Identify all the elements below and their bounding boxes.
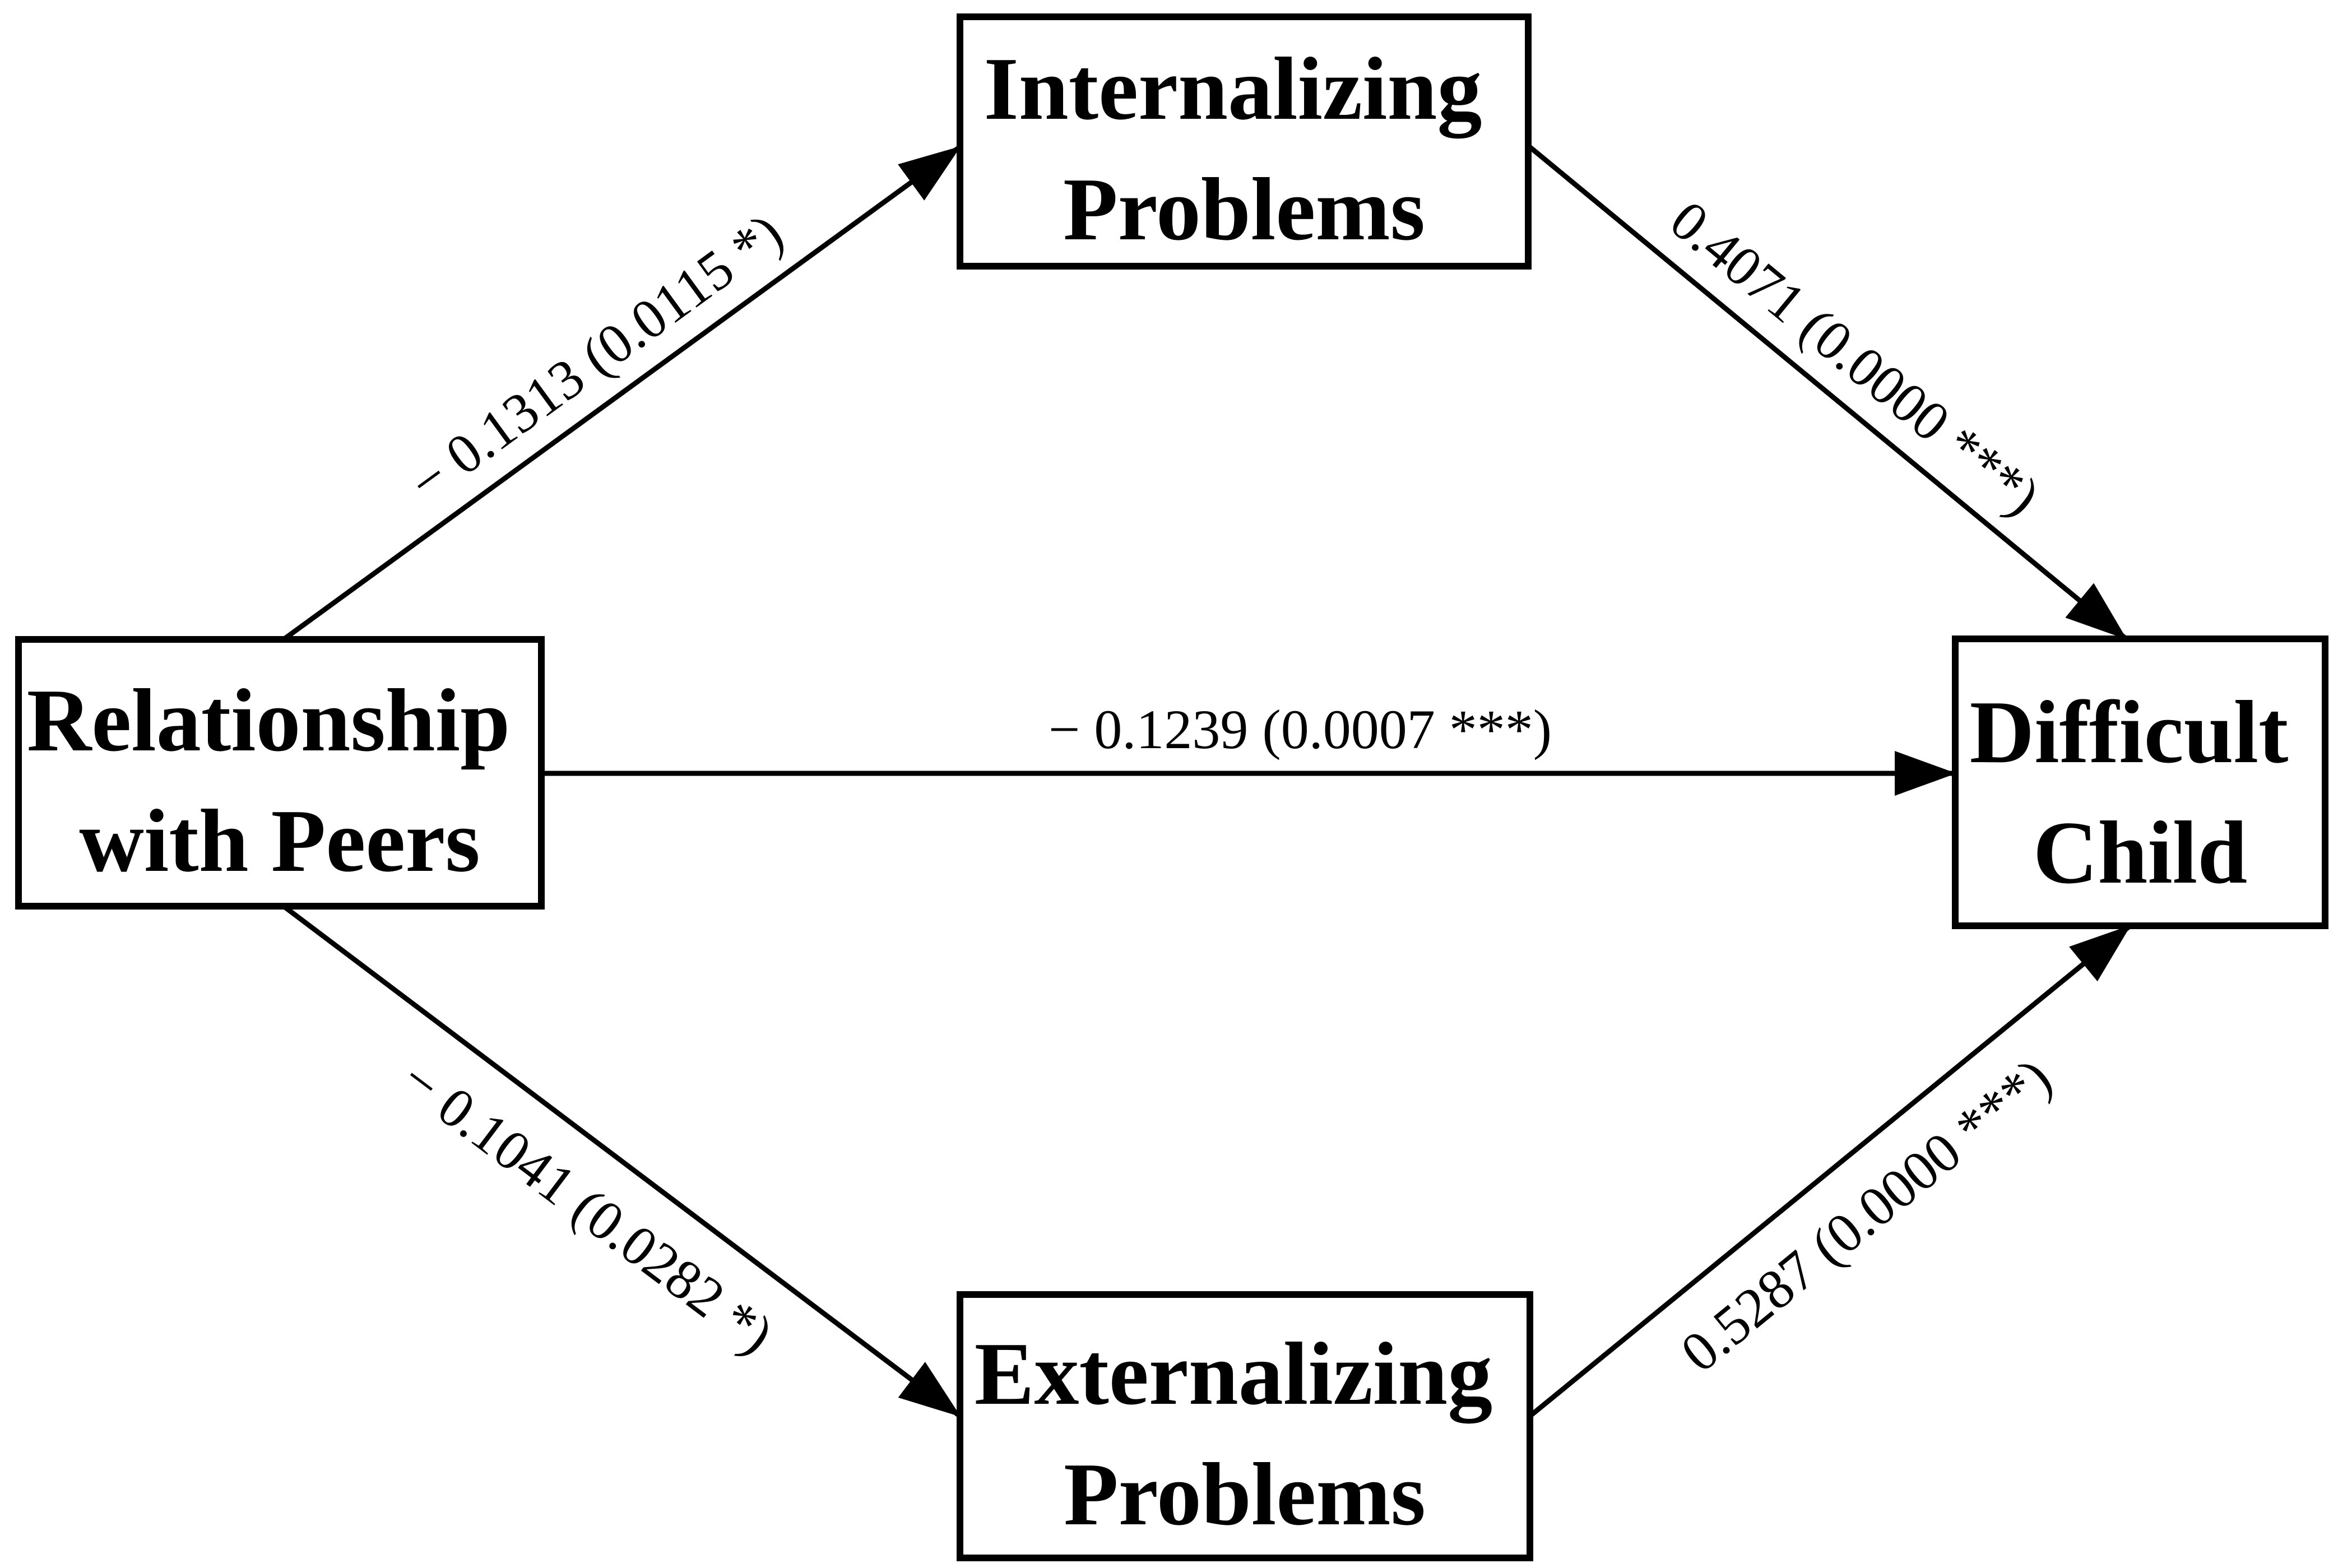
node-label: Relationship with Peers — [27, 670, 532, 890]
coefficient-label-externalizing-to-difficult: 0.5287 (0.0000 ***) — [1669, 1046, 2063, 1384]
arrow-internalizing-to-difficult — [1527, 143, 2128, 641]
coefficient-label-peers-to-difficult: − 0.1239 (0.0007 ***) — [1049, 698, 1552, 760]
node-box — [15, 636, 545, 910]
node-box — [1952, 635, 2328, 929]
arrow-peers-to-internalizing — [282, 145, 962, 642]
node-label: Internalizing Problems — [984, 39, 1505, 259]
node-relationship-with-peers: Relationship with Peers — [15, 636, 545, 910]
node-difficult-child: Difficult Child — [1952, 635, 2328, 929]
node-box — [957, 13, 1532, 270]
node-label: Externalizing Problems — [975, 1324, 1515, 1544]
arrow-externalizing-to-difficult — [1528, 924, 2132, 1418]
coefficient-label-internalizing-to-difficult: 0.4071 (0.0000 ***) — [1659, 189, 2052, 528]
node-externalizing-problems: Externalizing Problems — [957, 1291, 1533, 1561]
node-label: Difficult Child — [1970, 682, 2311, 902]
node-box — [957, 1291, 1533, 1561]
coefficient-label-peers-to-internalizing: − 0.1313 (0.0115 *) — [398, 201, 794, 514]
arrow-peers-to-externalizing — [282, 904, 962, 1418]
coefficient-label-peers-to-externalizing: − 0.1041 (0.0282 *) — [390, 1047, 785, 1366]
node-internalizing-problems: Internalizing Problems — [957, 13, 1532, 270]
